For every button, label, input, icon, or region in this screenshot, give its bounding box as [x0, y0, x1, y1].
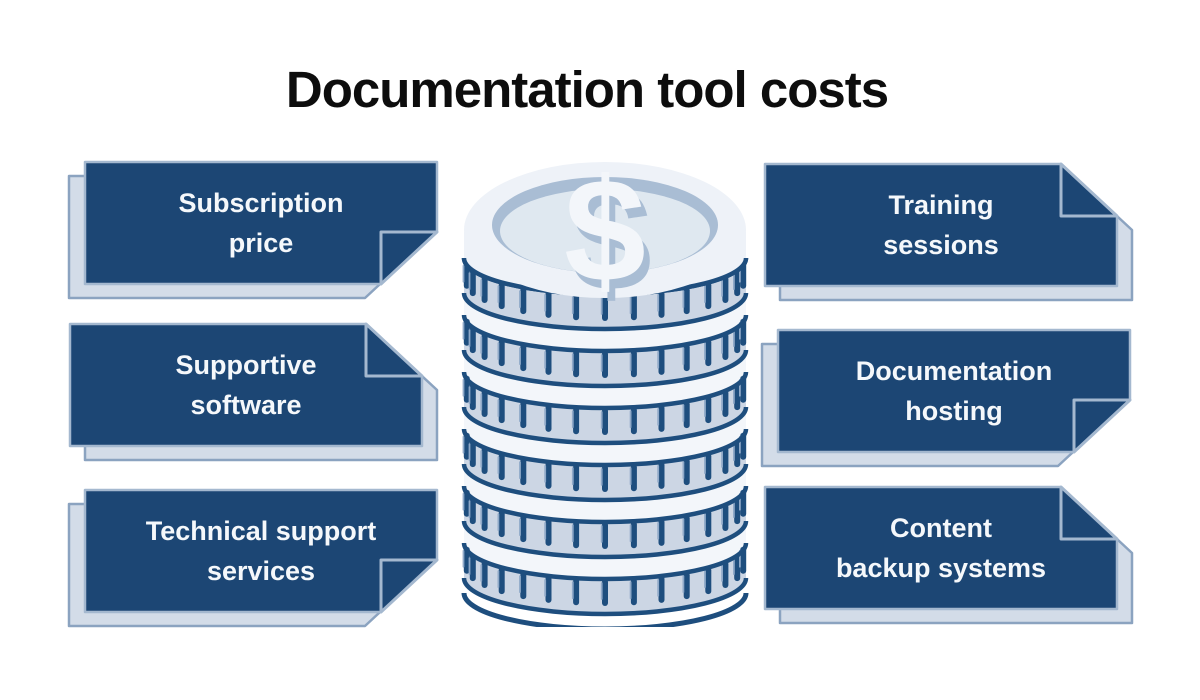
note-face [68, 322, 424, 448]
note-line: backup systems [835, 553, 1047, 583]
dollar-sign: $ [564, 152, 646, 313]
note-line: hosting [905, 396, 1003, 426]
folded-note-shape [760, 328, 1132, 468]
note-label: Technical support services [85, 490, 437, 612]
note-line: sessions [883, 230, 999, 260]
note-label: Documentation hosting [778, 330, 1130, 452]
fold-corner-icon [379, 558, 439, 614]
note-label: Training sessions [765, 164, 1117, 286]
note-face [763, 162, 1119, 288]
fold-corner-icon [364, 322, 424, 378]
fold-corner-icon [1059, 485, 1119, 541]
note-line: Documentation [855, 356, 1053, 386]
note-documentation-hosting: Documentation hosting [760, 328, 1150, 488]
folded-note-shape [763, 485, 1134, 625]
fold-corner-icon [1072, 398, 1132, 454]
note-label: Supportive software [70, 324, 422, 446]
note-technical-support-services: Technical support services [67, 488, 457, 648]
note-supportive-software: Supportive software [68, 322, 458, 482]
page-title: Documentation tool costs [285, 61, 889, 118]
note-line: Training [888, 190, 994, 220]
note-training-sessions: Training sessions [763, 162, 1153, 322]
note-label: Content backup systems [765, 487, 1117, 609]
note-line: price [228, 228, 294, 258]
dollar-coin-stack-icon: $$ [461, 149, 749, 632]
note-line: Content [890, 513, 992, 543]
folded-note-shape [763, 162, 1134, 302]
note-subscription-price: Subscription price [67, 160, 457, 320]
dollar-sign-shadow: $ [570, 158, 652, 322]
note-line: Supportive [175, 350, 317, 380]
fold-corner-icon [379, 230, 439, 286]
folded-note-shape [68, 322, 439, 462]
folded-note-shape [67, 488, 439, 628]
note-content-backup-systems: Content backup systems [763, 485, 1153, 645]
fold-corner-icon [1059, 162, 1119, 218]
note-line: Technical support [145, 516, 377, 546]
note-line: Subscription [178, 188, 344, 218]
coin-stack-illustration: $$ [455, 149, 755, 632]
note-face [763, 485, 1119, 611]
note-line: services [206, 556, 316, 586]
note-line: software [190, 390, 302, 420]
folded-note-shape [67, 160, 439, 300]
note-label: Subscription price [85, 162, 437, 284]
